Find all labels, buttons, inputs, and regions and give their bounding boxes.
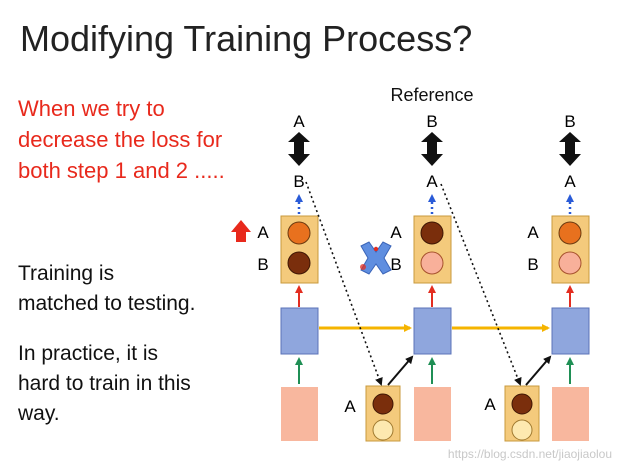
out-letter: B	[293, 172, 304, 191]
practice-text: In practice, it is hard to train in this…	[18, 339, 191, 429]
input-box	[414, 387, 451, 441]
body-line: In practice, it is	[18, 342, 159, 365]
body-line: hard to train in this	[18, 372, 191, 395]
prob-circle	[420, 221, 444, 245]
body-line: matched to testing.	[18, 292, 196, 315]
slide-title: Modifying Training Process?	[20, 18, 473, 59]
dist-label: B	[527, 255, 538, 274]
red-line: When we try to	[18, 96, 165, 121]
dist-label: A	[390, 223, 402, 242]
ref-letter: B	[426, 112, 437, 131]
red-annotation: When we try to decrease the loss for bot…	[18, 93, 225, 186]
dist-label: A	[527, 223, 539, 242]
dotted-sample-arrow	[305, 181, 383, 386]
prob-circle	[511, 419, 533, 441]
hidden-state-box	[280, 307, 319, 355]
red-up-arrow-icon	[231, 220, 251, 242]
ref-letter: A	[293, 112, 305, 131]
hidden-state-box	[551, 307, 590, 355]
reference-label: Reference	[390, 85, 473, 105]
double-arrow-icon	[421, 132, 443, 166]
prob-circle	[372, 393, 394, 415]
red-line: both step 1 and 2 .....	[18, 158, 225, 183]
double-arrow-icon	[288, 132, 310, 166]
prob-circle	[287, 221, 311, 245]
double-arrow-icon	[559, 132, 581, 166]
dotted-sample-arrow	[440, 183, 522, 386]
dist-label: B	[390, 255, 401, 274]
dist-label: B	[257, 255, 268, 274]
prob-circle	[287, 251, 311, 275]
input-box	[281, 387, 318, 441]
body-line: Training is	[18, 262, 115, 285]
prob-circle	[558, 251, 582, 275]
prob-circle	[372, 419, 394, 441]
input-box	[552, 387, 589, 441]
cross-icon	[360, 241, 392, 275]
training-matched-text: Training is matched to testing.	[18, 259, 195, 319]
hidden-state-box	[413, 307, 452, 355]
red-line: decrease the loss for	[18, 127, 223, 152]
input-dist-label: A	[484, 395, 496, 414]
prob-circle	[420, 251, 444, 275]
dist-label: A	[257, 223, 269, 242]
black-arrow	[525, 355, 552, 386]
out-letter: A	[564, 172, 576, 191]
ref-letter: B	[564, 112, 575, 131]
out-letter: A	[426, 172, 438, 191]
prob-circle	[558, 221, 582, 245]
prob-circle	[511, 393, 533, 415]
input-dist-label: A	[344, 397, 356, 416]
black-arrow	[387, 355, 414, 386]
body-line: way.	[18, 402, 60, 425]
watermark: https://blog.csdn.net/jiaojiaolou	[448, 447, 612, 461]
